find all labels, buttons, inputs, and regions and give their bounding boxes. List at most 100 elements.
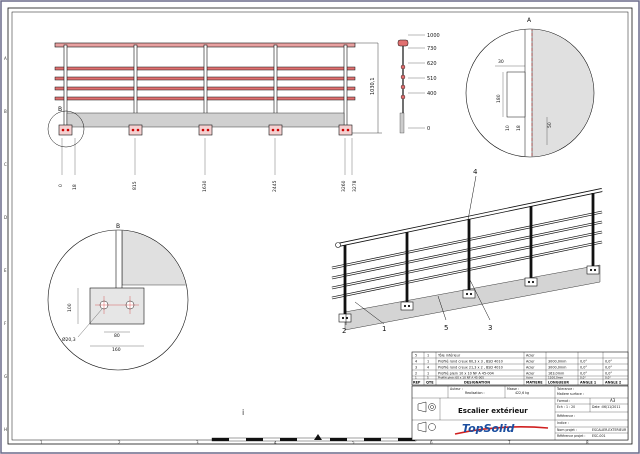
ech-value: 1 : 20 <box>566 405 575 409</box>
bom-matiere: Acier <box>526 366 535 370</box>
height-dim: 730 <box>427 46 437 52</box>
position-dim: 815 <box>132 181 138 190</box>
detail-b-dim: 100 <box>67 303 73 312</box>
projection-symbol-icon <box>417 401 436 413</box>
position-dim: 0 <box>58 184 64 187</box>
auteur-label: Auteur : <box>450 387 463 391</box>
col-number: 6 <box>430 440 433 445</box>
isometric-view: 4 2 1 5 3 <box>331 168 603 335</box>
masse-label: Masse : <box>507 387 519 391</box>
detail-a-dim: 18 <box>516 125 522 131</box>
ref-projet-label: Référence projet : <box>557 434 585 438</box>
height-dim: 510 <box>427 76 437 82</box>
row-letter: E <box>4 268 7 273</box>
topsolid-logo: TopSolid <box>454 422 549 435</box>
bom-matiere: Acier <box>526 376 534 380</box>
bom-angle2: 0,0° <box>605 376 611 380</box>
bom-header-longueur: LONGUEUR <box>548 381 569 385</box>
bill-of-materials: 5 1 Tôle inférieur Acier 4 1 Profilé ron… <box>411 351 629 386</box>
bom-header-rep: REP <box>413 381 421 385</box>
drawing-title: Escalier extérieur <box>458 407 528 415</box>
bom-longueur: 1100,0mm <box>548 376 564 380</box>
auteur-value: Realisation : <box>465 391 485 395</box>
bom-qte: 1 <box>427 360 429 364</box>
height-dim: 620 <box>427 61 437 67</box>
bom-matiere: Acier <box>526 354 535 358</box>
bom-designation: Profilé rond creux 60,3 x 3 , BSD 4010 <box>438 360 503 364</box>
border-zone-labels: A B C D E F G H 1 2 3 4 5 6 7 8 <box>4 56 589 445</box>
bom-designation: Tôle inférieur <box>437 354 461 358</box>
bom-angle1: 0,0° <box>580 372 587 376</box>
position-dim: 18 <box>72 184 78 190</box>
height-dim: 1000 <box>427 33 440 39</box>
bom-longueur: 3000,0mm <box>548 366 567 370</box>
bom-header-angle1: ANGLE 1 <box>580 381 597 385</box>
ech-label: Ech : <box>557 405 565 409</box>
detail-b-dim: 80 <box>114 333 120 339</box>
bom-qte: 1 <box>427 354 429 358</box>
view-b-marker: B <box>58 106 62 113</box>
overall-height-dim: 1030,1 <box>370 78 376 96</box>
detail-b-dim: 160 <box>112 347 121 353</box>
bom-angle2: 0,0° <box>605 372 612 376</box>
nom-projet-value: ESCALIER-EXTERIEUR <box>592 428 627 432</box>
detail-b-dim: Ø20,3 <box>62 336 76 343</box>
callout-4: 4 <box>473 168 478 176</box>
echelle-label: Matiere surface : <box>557 392 584 396</box>
position-dim: 3260 <box>341 180 347 192</box>
bom-angle2: 0,0° <box>605 366 612 370</box>
bom-header-matiere: MATIERE <box>526 381 543 385</box>
bom-angle1: 0,0° <box>580 366 587 370</box>
bom-angle1: 0,0° <box>580 360 587 364</box>
row-letter: H <box>4 427 7 432</box>
tolerance-label: Tolerance : <box>556 387 574 391</box>
callout-5: 5 <box>444 324 448 332</box>
bom-rep: 5 <box>415 354 417 358</box>
cursor-text-mark: i <box>242 408 244 417</box>
title-block: Auteur : Realisation : Masse : 422,6 kg … <box>411 385 629 441</box>
detail-b-label: B <box>116 223 120 230</box>
position-dim: 3278 <box>352 180 358 192</box>
nom-projet-label: Nom projet : <box>557 428 577 432</box>
bom-angle1: 0,0° <box>580 376 586 380</box>
date-value: 06/11/2011 <box>602 405 620 409</box>
callout-2: 2 <box>342 327 346 335</box>
callout-3: 3 <box>488 324 492 332</box>
indice-label: Indice : <box>557 421 569 425</box>
detail-a-dim: 50 <box>547 122 553 128</box>
row-letter: G <box>4 374 7 379</box>
format-value: A3 <box>610 398 616 403</box>
date-label: Date : <box>592 405 602 409</box>
bom-qte: 5 <box>427 376 429 380</box>
detail-a-dim: 30 <box>498 59 504 65</box>
callout-1: 1 <box>382 325 386 333</box>
bom-matiere: Acier <box>526 372 535 376</box>
bom-header-angle2: ANGLE 2 <box>605 381 622 385</box>
col-number: 4 <box>274 440 277 445</box>
bom-designation: Profilé plein 60 x 10 NF A 45-005 <box>438 376 484 380</box>
detail-a-dim: 180 <box>496 94 502 103</box>
bom-qte: 4 <box>427 366 429 370</box>
position-dim: 2445 <box>272 180 278 192</box>
brand-name: TopSolid <box>462 422 515 435</box>
row-letter: F <box>4 321 7 326</box>
side-view: 1000 730 620 510 400 0 <box>397 33 440 134</box>
detail-a-dim: 10 <box>505 125 511 131</box>
height-dim: 400 <box>427 91 437 97</box>
col-number: 3 <box>196 440 199 445</box>
masse-value: 422,6 kg <box>515 391 529 395</box>
bom-angle2: 0,0° <box>605 360 612 364</box>
bom-designation: Profilé plein 10 x 10 NF A 45-004 <box>438 372 494 376</box>
bom-rep: 3 <box>415 366 417 370</box>
col-number: 7 <box>508 440 511 445</box>
format-label: Format : <box>557 399 570 403</box>
bom-header-designation: DESIGNATION <box>464 381 490 385</box>
detail-a-label: A <box>527 17 532 24</box>
bom-rep: 2 <box>415 372 417 376</box>
bom-matiere: Acier <box>526 360 535 364</box>
front-elevation-view: B 1030,1 0 18 815 1630 2445 3260 3278 <box>47 42 382 192</box>
reference-label: Référence : <box>557 414 575 418</box>
bom-header-qte: QTE <box>426 381 434 385</box>
col-number: 2 <box>118 440 121 445</box>
